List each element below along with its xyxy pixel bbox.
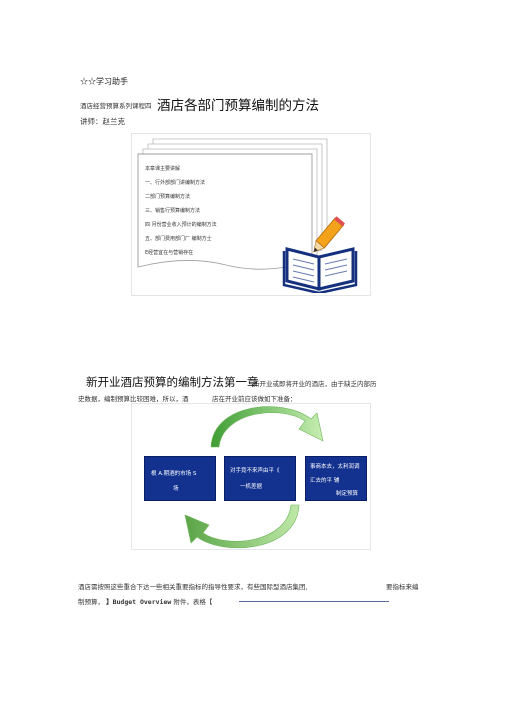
section-intro: 新开业或即将开业的酒店，由于缺乏内部历	[253, 380, 377, 388]
figure-preparation-cycle: 根 A.期酒的市场 S 场 对手竟不来声由平《 一机差据 事商本去，太利润调 汇…	[131, 403, 371, 550]
section-title: 新开业酒店预算的编制方法第一章	[86, 375, 259, 389]
cycle-arrows	[184, 406, 324, 549]
book-pencil-icon	[282, 216, 358, 293]
step-box-competitors: 对手竟不来声由平《 一机差据	[224, 456, 296, 501]
paragraph-line2-pre: 制预算，	[78, 598, 104, 606]
step-box-market-line1: 根 A.期酒的市场 S	[151, 471, 197, 477]
budget-overview-ref: 】Budget Overview	[106, 598, 172, 606]
paragraph-line2-post: 附件，表格【	[173, 598, 213, 606]
paragraph-line2: 制预算， 】Budget Overview 附件，表格【	[78, 596, 212, 606]
step-box-budget-line1: 事商本去，太利润调	[310, 464, 360, 470]
step-box-budget-line3: 制定预算	[336, 491, 359, 497]
figure-chapter-outline: 本章课主要讲解 一、行外部部门讲编制方法 二部门预算编制方法 三、销售行预算编制…	[131, 133, 371, 296]
top-arc-arrow	[210, 406, 324, 448]
figure-frame	[131, 403, 371, 550]
paragraph-line1-right: 要指标来编	[386, 583, 419, 591]
lecturer: 讲师：赵兰克	[80, 117, 125, 126]
outline-line-5: 四 月份营业收入预计的编制方法	[145, 222, 217, 228]
section-intro-line2-left: 史数据，编制预算比较困难，所以，酒	[78, 395, 189, 403]
outline-line-6: 五、部门费用部门厂 编制方士	[145, 236, 212, 242]
bottom-arc-arrow	[184, 504, 300, 549]
step-box-budget-line2: 汇去的平 辅	[310, 478, 340, 484]
step-box-market-line2: 场	[173, 486, 179, 492]
section-intro-line2-right: 店在开业前应该做如下准备：	[212, 395, 297, 403]
course-series: 酒店经营预算系列课程四	[80, 102, 152, 110]
outline-line-4: 三、销售行预算编制方法	[145, 208, 201, 214]
underline-divider	[239, 601, 389, 602]
course-title: 酒店各部门预算编制的方法	[157, 98, 319, 114]
outline-line-1: 本章课主要讲解	[145, 166, 181, 172]
outline-line-7: E经营宜在与营销存在	[145, 250, 194, 256]
step-box-competitors-line1: 对手竟不来声由平《	[230, 468, 280, 474]
page-header: ☆☆学习助手	[80, 77, 128, 86]
step-box-market: 根 A.期酒的市场 S 场	[144, 456, 216, 501]
step-box-competitors-line2: 一机差据	[240, 484, 263, 490]
paragraph-line1-left: 酒店需按照这些重合下达一些相关重要指标的指导性要求，有些国际型酒店集团,	[78, 583, 308, 591]
outline-line-2: 一、行外部部门讲编制方法	[145, 180, 206, 186]
figure-frame	[131, 133, 371, 296]
outline-line-3: 二部门预算编制方法	[145, 194, 191, 200]
step-box-budget: 事商本去，太利润调 汇去的平 辅 制定预算	[305, 456, 367, 501]
